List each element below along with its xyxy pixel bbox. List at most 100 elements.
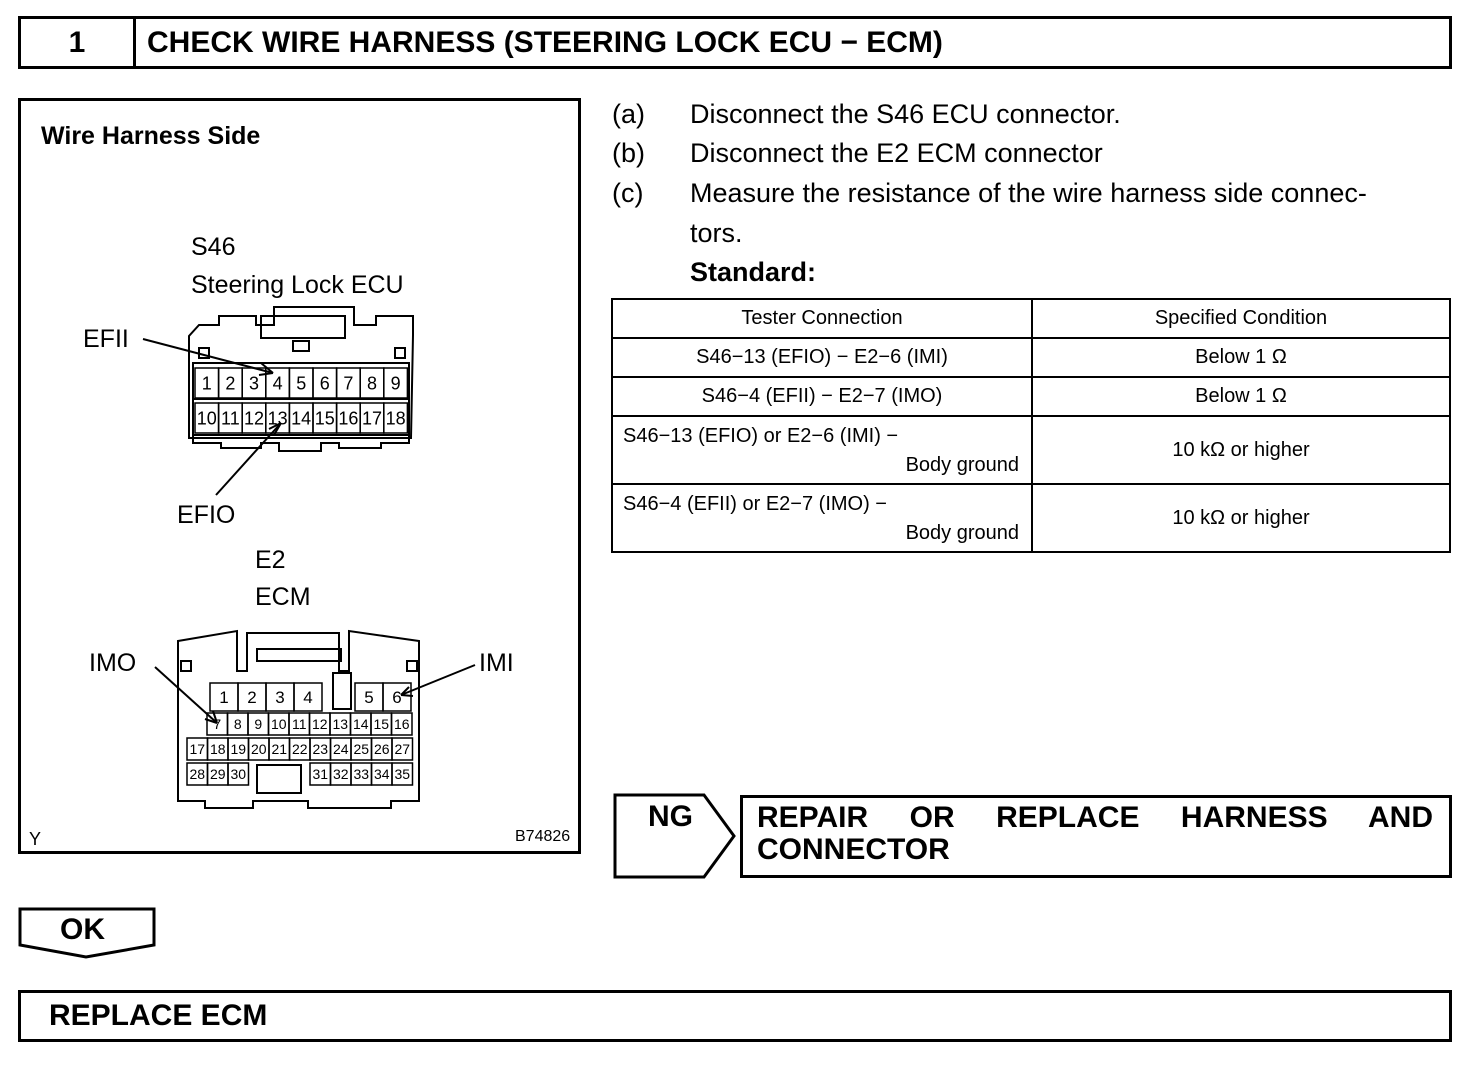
pin-number: 4 [273,373,283,393]
table-row: S46−4 (EFII) or E2−7 (IMO) − Body ground… [611,483,1451,553]
pin-number: 18 [210,741,226,757]
table-header-row: Tester Connection Specified Condition [611,298,1451,339]
pin-number: 16 [394,716,410,732]
pin-number: 18 [386,408,406,428]
row-connection-line2: Body ground [905,522,1019,544]
step-b-letter: (b) [612,138,645,168]
pin-number: 30 [230,766,246,782]
pin-number: 13 [268,408,288,428]
ng-arrow-icon [613,793,736,879]
pin-number: 2 [225,373,235,393]
pin-number: 15 [373,716,389,732]
pin-cell [383,367,409,399]
pin-number: 10 [197,408,217,428]
pin-number: 8 [234,716,242,732]
pin-number: 35 [394,766,410,782]
imi-arrowhead [400,686,414,697]
pin-cell [382,682,412,712]
diagram-title: Wire Harness Side [41,122,260,150]
pin-number: 25 [353,741,369,757]
pin-number: 11 [221,408,240,428]
header-specified-condition: Specified Condition [1031,298,1451,339]
pin-number: 11 [292,716,307,732]
pin-number: 7 [213,716,221,732]
spec-table: Tester Connection Specified Condition S4… [611,298,1451,553]
row-connection-line2: Body ground [905,454,1019,476]
pin-number: 14 [353,716,369,732]
pin-number: 19 [230,741,246,757]
pin-number: 7 [343,373,353,393]
table-row: S46−4 (EFII) − E2−7 (IMO) Below 1 Ω [611,376,1451,417]
pin-cell [390,712,413,736]
header-tester-connection: Tester Connection [611,298,1033,339]
imi-label: IMI [479,649,514,677]
pin-number: 31 [312,766,328,782]
pin-number: 3 [249,373,259,393]
pin-number: 1 [202,373,212,393]
imi-leader-line [400,664,476,696]
pin-number: 17 [189,741,205,757]
row-condition: Below 1 Ω [1031,376,1451,417]
efii-arrowhead [258,362,274,376]
row-connection: S46−13 (EFIO) or E2−6 (IMI) − Body groun… [611,415,1033,485]
pin-number: 14 [291,408,311,428]
final-step-text: REPLACE ECM [49,999,268,1032]
step-a-letter: (a) [612,99,645,129]
pin-cell [391,737,414,761]
step-a-text: Disconnect the S46 ECU connector. [690,99,1121,129]
pin-number: 10 [271,716,287,732]
pin-number: 2 [247,688,256,707]
table-row: S46−13 (EFIO) or E2−6 (IMI) − Body groun… [611,415,1451,485]
pin-number: 20 [251,741,267,757]
pin-number: 5 [296,373,306,393]
pin-number: 5 [364,688,373,707]
pin-cell [391,762,414,786]
step-b-text: Disconnect the E2 ECM connector [690,138,1103,168]
row-connection: S46−4 (EFII) or E2−7 (IMO) − Body ground [611,483,1033,553]
pin-number: 17 [362,408,382,428]
imo-leader-line [154,666,218,724]
pin-number: 12 [312,716,328,732]
row-connection-line1: S46−4 (EFII) or E2−7 (IMO) − [623,493,887,515]
row-condition: 10 kΩ or higher [1031,483,1451,553]
step-c-continued: tors. [690,218,743,248]
pin-number: 33 [353,766,369,782]
row-connection: S46−13 (EFIO) − E2−6 (IMI) [611,337,1033,378]
corner-label: Y [29,829,41,849]
standard-label: Standard: [690,257,817,287]
imo-label: IMO [89,649,136,677]
figure-id: B74826 [515,828,570,845]
pin-number: 32 [333,766,349,782]
pin-number: 34 [374,766,390,782]
row-connection-line1: S46−13 (EFIO) or E2−6 (IMI) − [623,425,899,447]
pin-number: 1 [219,688,228,707]
pin-cell [383,402,409,434]
ok-arrow-icon [18,907,156,959]
pin-number: 12 [244,408,264,428]
s46-code: S46 [191,233,235,261]
pin-number: 22 [292,741,308,757]
pin-number: 28 [189,766,205,782]
step-header: 1 CHECK WIRE HARNESS (STEERING LOCK ECU … [18,16,1452,69]
efio-arrowhead [268,422,282,436]
e2-name: ECM [255,583,311,611]
pin-number: 6 [320,373,330,393]
table-row: S46−13 (EFIO) − E2−6 (IMI) Below 1 Ω [611,337,1451,378]
efii-leader-line [142,338,274,374]
ng-action-box: REPAIR OR REPLACE HARNESS AND CONNECTOR [740,795,1452,878]
pin-number: 27 [394,741,410,757]
connector-illustration: Wire Harness Side S46 Steering Lock ECU … [29,122,570,849]
efio-leader-line [215,422,282,496]
step-c-letter: (c) [612,178,644,208]
pin-number: 29 [210,766,226,782]
ng-label: NG [648,800,693,833]
final-step-box: REPLACE ECM [18,990,1452,1042]
pin-cell [227,762,250,786]
imo-arrowhead [204,710,218,724]
pin-number: 21 [271,741,287,757]
pin-number: 15 [315,408,335,428]
efii-label: EFII [83,325,129,353]
row-condition: Below 1 Ω [1031,337,1451,378]
